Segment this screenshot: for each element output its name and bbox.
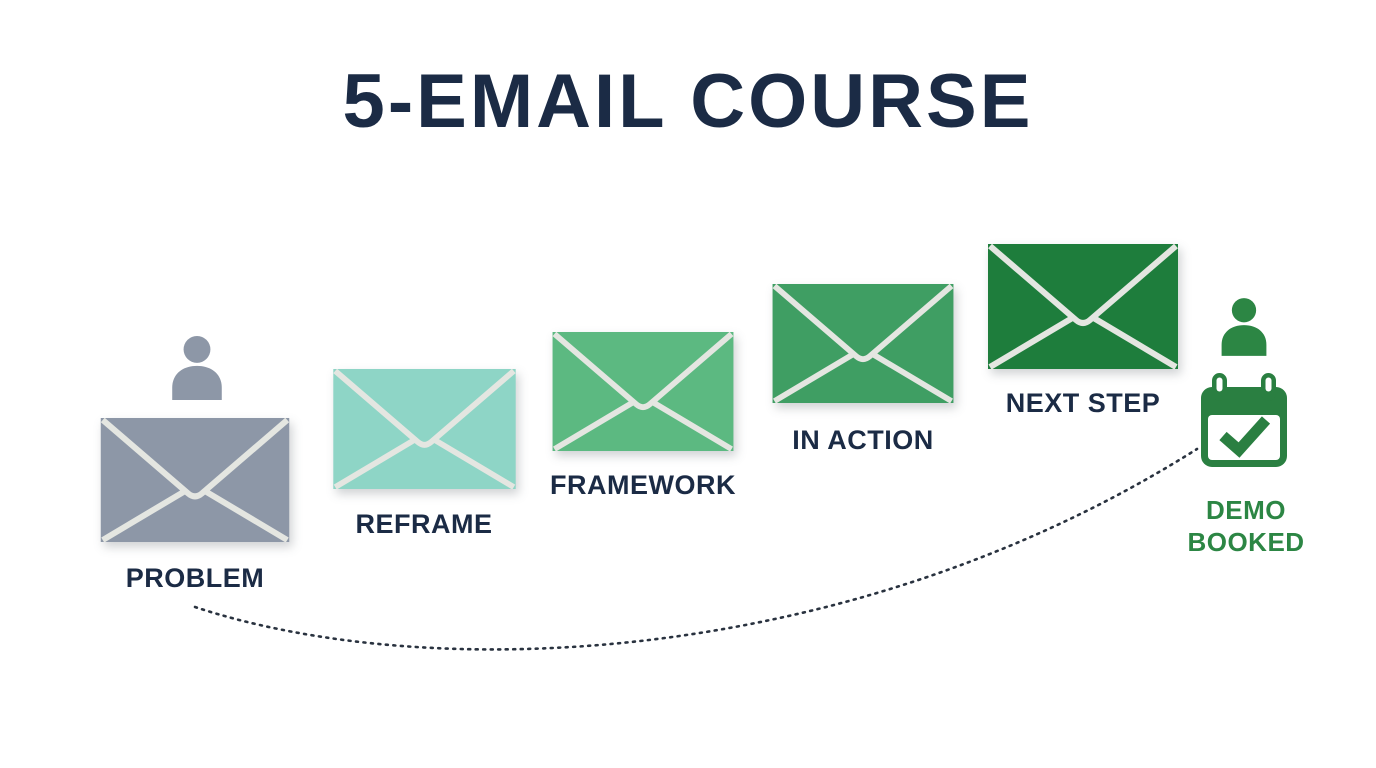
envelope-icon-reframe: [333, 369, 516, 489]
envelope-icon-framework: [552, 332, 734, 451]
step-label-reframe: REFRAME: [355, 509, 493, 539]
person-icon: [172, 336, 222, 400]
person-icon: [1221, 298, 1267, 356]
envelope-icon-next-step: [988, 243, 1178, 370]
outcome-label-demo-booked: DEMO BOOKED: [1126, 494, 1366, 558]
step-label-problem: PROBLEM: [125, 563, 265, 593]
envelope-icon-in-action: [772, 284, 954, 403]
step-label-next-step: NEXT STEP: [1005, 388, 1161, 418]
page-title: 5-EMAIL COURSE: [342, 59, 1034, 144]
calendar-check-icon: [1201, 373, 1287, 467]
step-label-framework: FRAMEWORK: [550, 470, 736, 500]
outcome-label-line1: DEMO: [1206, 495, 1286, 525]
step-label-in-action: IN ACTION: [792, 425, 934, 455]
envelope-icon-problem: [100, 418, 290, 542]
outcome-label-line2: BOOKED: [1187, 527, 1305, 557]
